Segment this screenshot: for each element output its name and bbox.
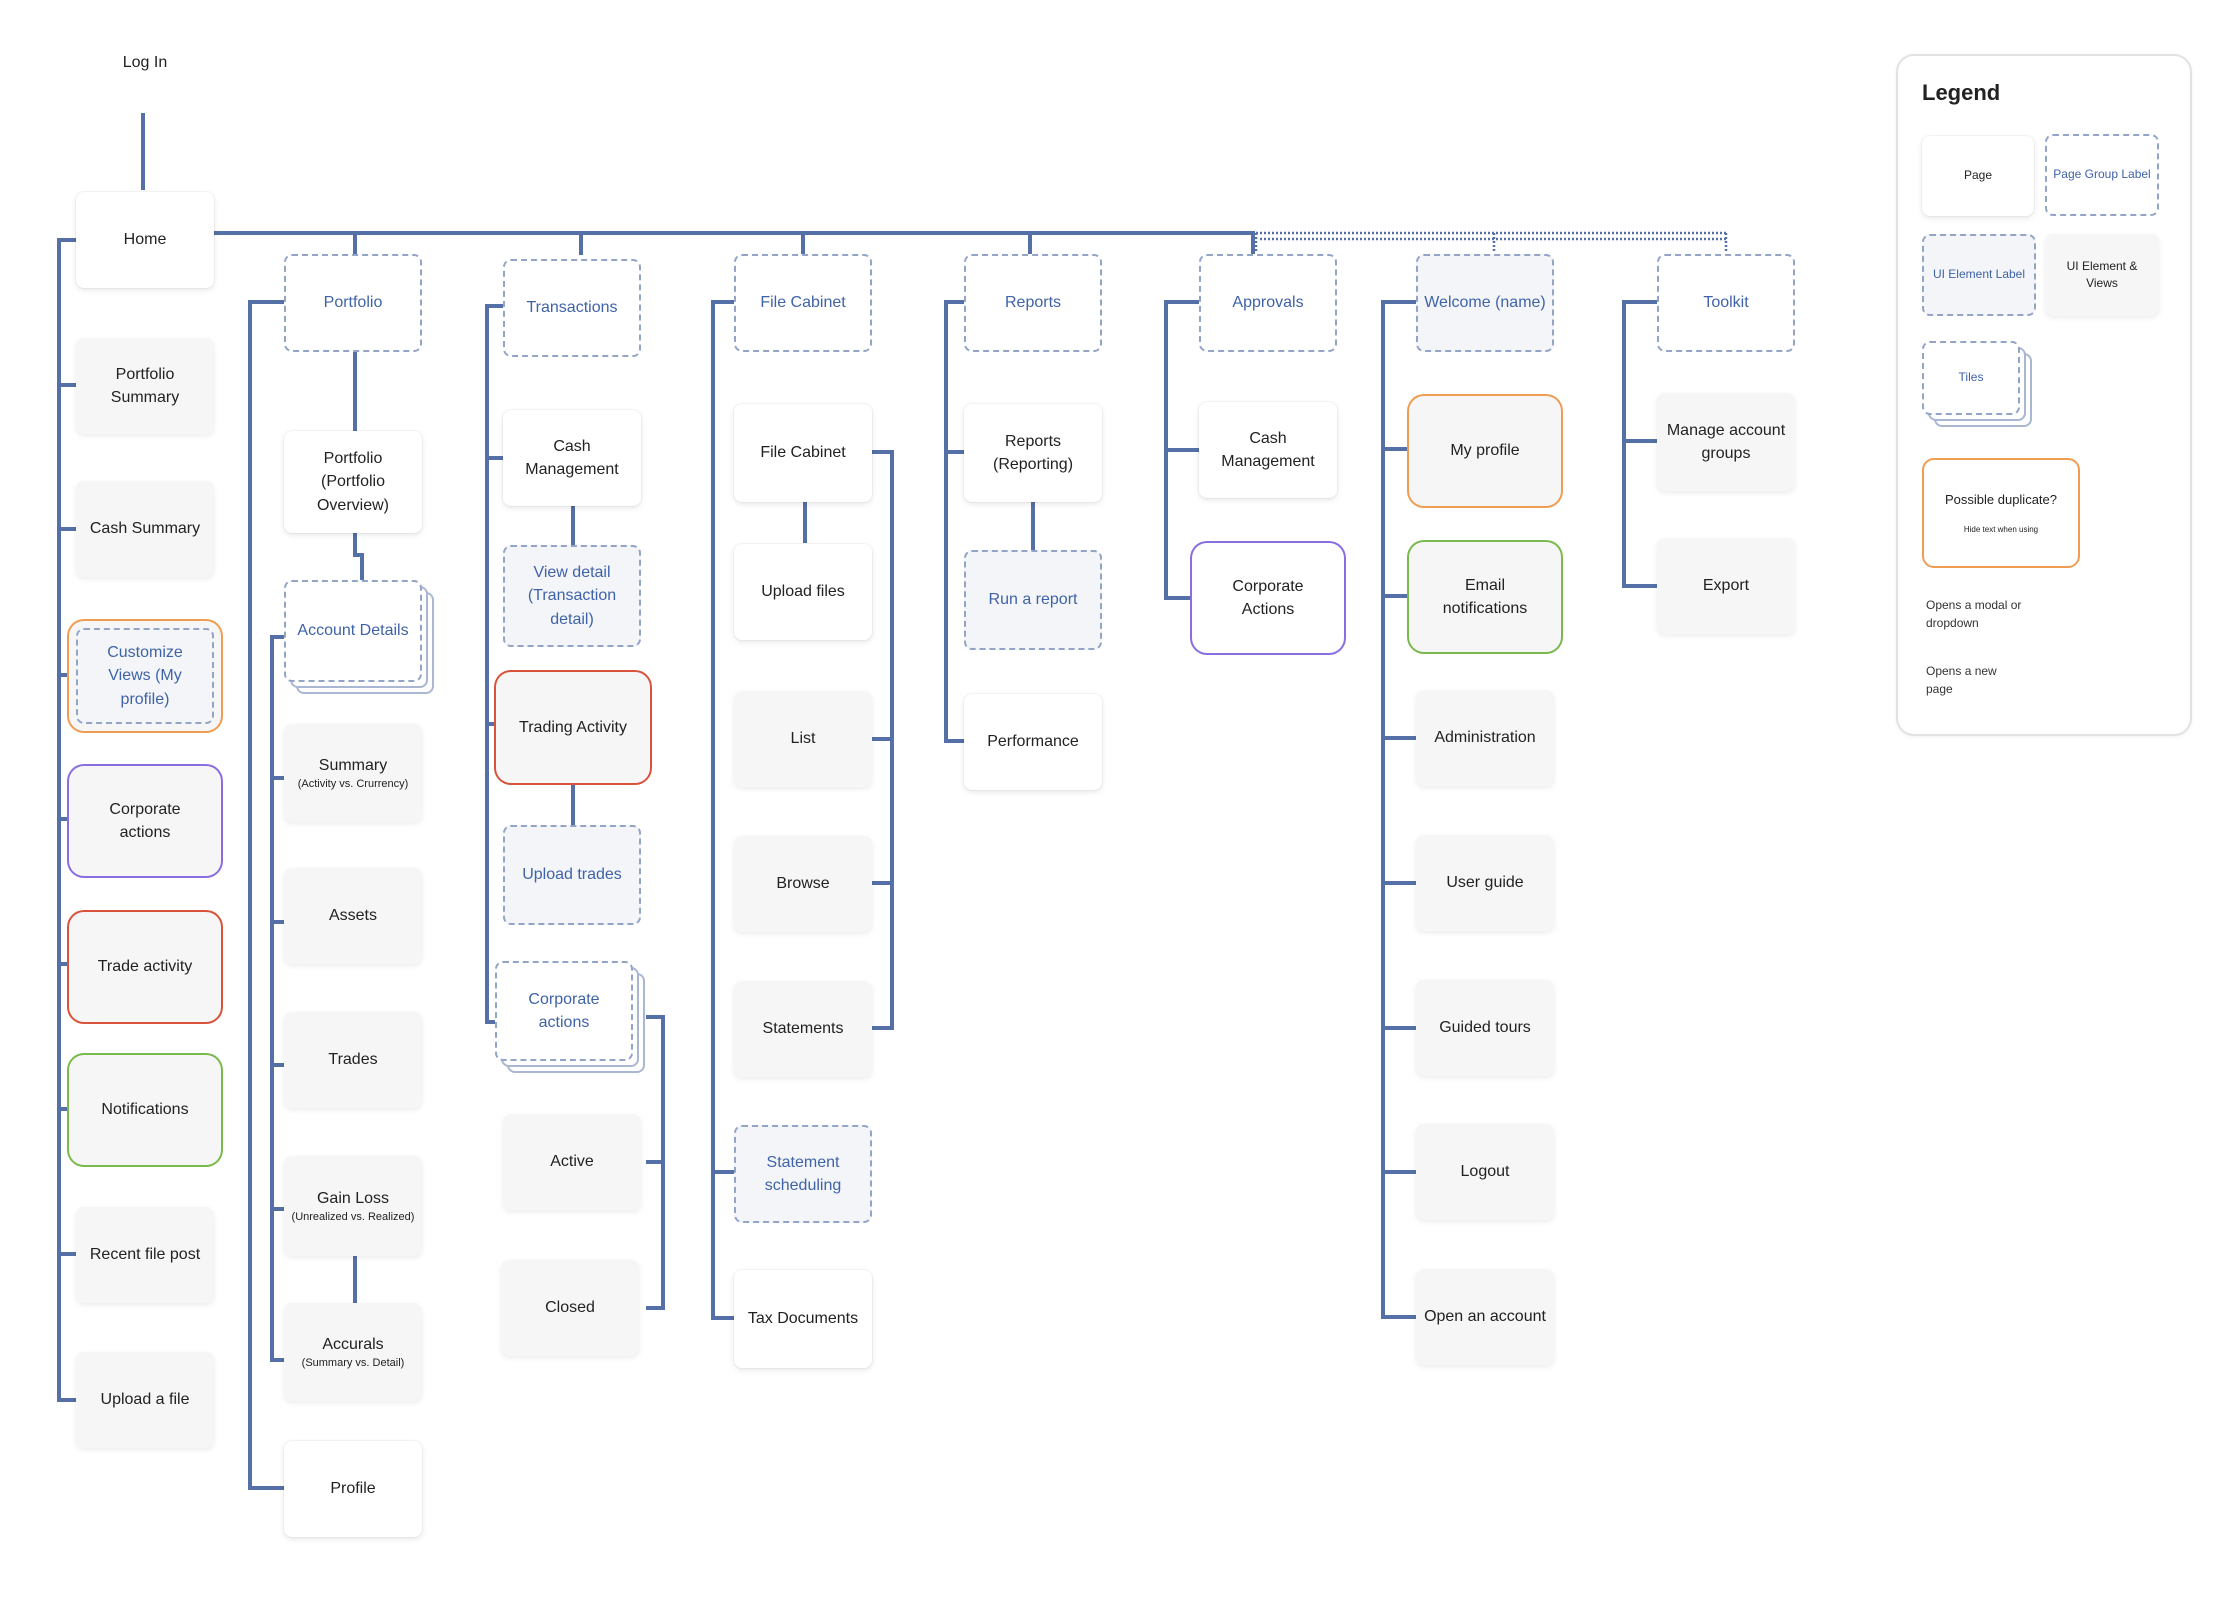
home-corporate-actions: Corporate actions <box>76 773 214 869</box>
portfolio-overview: Portfolio (Portfolio Overview) <box>284 431 422 533</box>
reports-reporting: Reports (Reporting) <box>964 404 1102 502</box>
legend-ui-element-label-sample: UI Element Label <box>1922 234 2036 316</box>
toolkit-manage-account-groups: Manage account groups <box>1657 393 1795 491</box>
toolkit-export: Export <box>1657 538 1795 634</box>
file-cabinet-statement-scheduling: Statement scheduling <box>734 1125 872 1223</box>
legend-page-sample: Page <box>1922 136 2034 216</box>
transactions-corporate-actions-tiles: Corporate actions <box>495 961 633 1061</box>
welcome-open-an-account: Open an account <box>1416 1269 1554 1365</box>
legend-possible-duplicate-sample: Possible duplicate? Hide text when using <box>1922 458 2080 568</box>
reports-performance: Performance <box>964 694 1102 790</box>
file-cabinet-statements: Statements <box>734 981 872 1077</box>
legend-new-page-text: Opens a new page <box>1926 664 1997 696</box>
welcome-group-label: Welcome (name) <box>1416 254 1554 352</box>
transactions-active: Active <box>503 1114 641 1210</box>
login-label: Log In <box>122 54 168 72</box>
portfolio-group-label: Portfolio <box>284 254 422 352</box>
home-recent-file-post: Recent file post <box>76 1207 214 1303</box>
welcome-my-profile: My profile <box>1416 403 1554 499</box>
legend-tiles-sample: Tiles <box>1922 341 2020 415</box>
toolkit-group-label: Toolkit <box>1657 254 1795 352</box>
transactions-cash-management: Cash Management <box>503 410 641 506</box>
home-customize-views: Customize Views (My profile) <box>76 628 214 724</box>
portfolio-assets: Assets <box>284 868 422 964</box>
home-upload-a-file: Upload a file <box>76 1352 214 1448</box>
portfolio-trades: Trades <box>284 1012 422 1108</box>
portfolio-gain-loss: Gain Loss(Unrealized vs. Realized) <box>284 1156 422 1256</box>
transactions-upload-trades: Upload trades <box>503 825 641 925</box>
welcome-logout: Logout <box>1416 1124 1554 1220</box>
file-cabinet-upload-files: Upload files <box>734 544 872 640</box>
transactions-group-label: Transactions <box>503 259 641 357</box>
legend-modal-text: Opens a modal or dropdown <box>1926 598 2022 630</box>
home-cash-summary: Cash Summary <box>76 481 214 577</box>
transactions-view-detail: View detail (Transaction detail) <box>503 545 641 647</box>
account-details-tiles: Account Details <box>284 580 422 682</box>
file-cabinet-list: List <box>734 691 872 787</box>
reports-run-a-report: Run a report <box>964 550 1102 650</box>
legend-title: Legend <box>1922 80 2001 105</box>
approvals-corporate-actions: Corporate Actions <box>1199 550 1337 646</box>
home-trade-activity: Trade activity <box>76 919 214 1015</box>
reports-group-label: Reports <box>964 254 1102 352</box>
portfolio-accurals: Accurals(Summary vs. Detail) <box>284 1303 422 1401</box>
transactions-trading-activity: Trading Activity <box>503 679 643 776</box>
file-cabinet-page: File Cabinet <box>734 404 872 502</box>
approvals-group-label: Approvals <box>1199 254 1337 352</box>
home-page: Home <box>76 192 214 288</box>
transactions-closed: Closed <box>501 1260 639 1356</box>
portfolio-summary: Summary(Activity vs. Crurrency) <box>284 724 422 822</box>
approvals-cash-management: Cash Management <box>1199 402 1337 498</box>
file-cabinet-browse: Browse <box>734 836 872 932</box>
legend-page-group-label-sample: Page Group Label <box>2045 134 2159 216</box>
welcome-email-notifications: Email notifications <box>1416 549 1554 645</box>
home-notifications: Notifications <box>76 1062 214 1158</box>
home-portfolio-summary: Portfolio Summary <box>76 338 214 434</box>
welcome-user-guide: User guide <box>1416 835 1554 931</box>
file-cabinet-group-label: File Cabinet <box>734 254 872 352</box>
welcome-guided-tours: Guided tours <box>1416 980 1554 1076</box>
legend-ui-element-views-sample: UI Element & Views <box>2045 234 2159 316</box>
portfolio-profile: Profile <box>284 1441 422 1537</box>
welcome-administration: Administration <box>1416 690 1554 786</box>
file-cabinet-tax-documents: Tax Documents <box>734 1270 872 1368</box>
